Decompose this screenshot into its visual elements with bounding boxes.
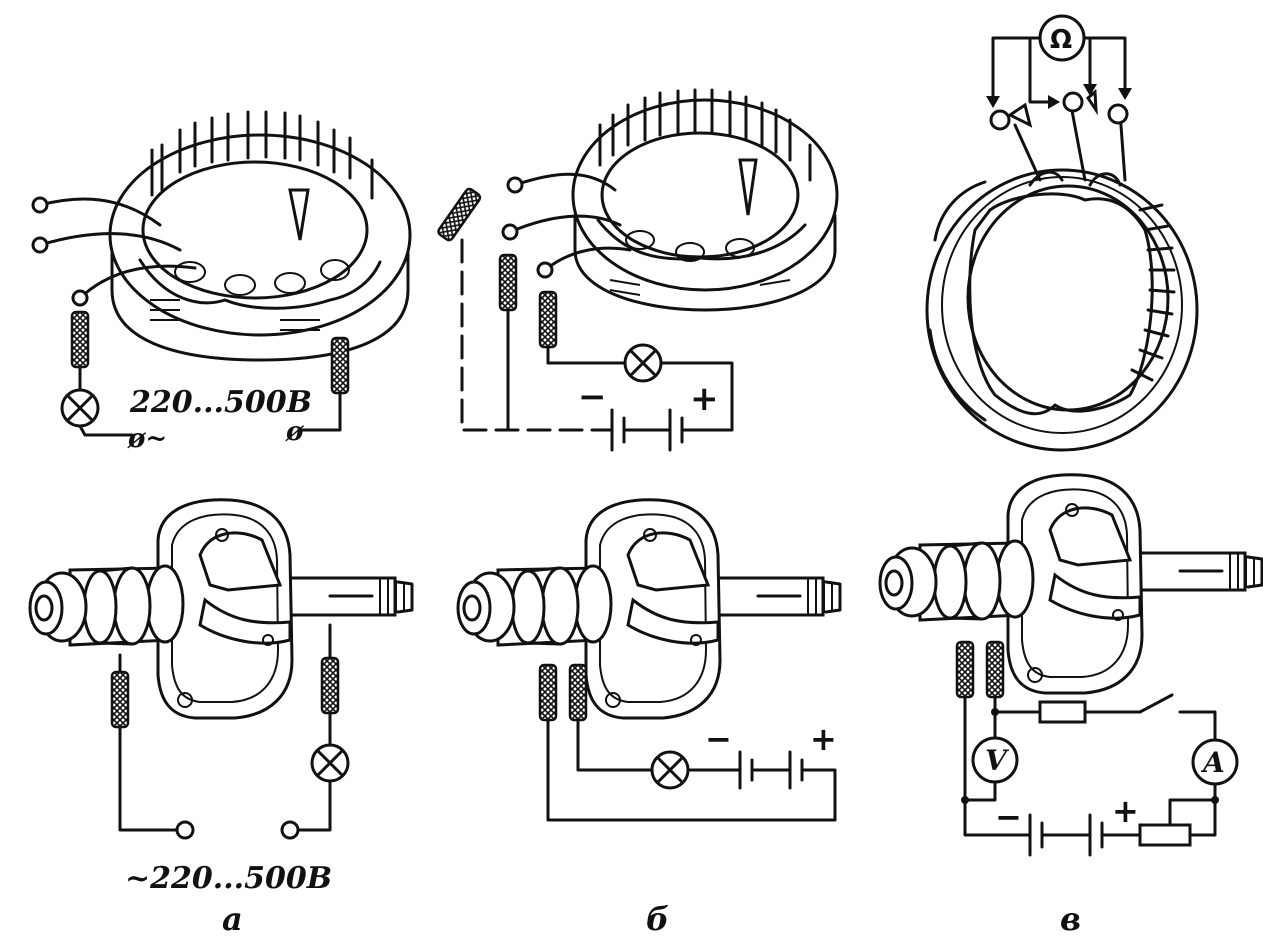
- plus-sign: +: [690, 379, 719, 419]
- circuit-c-top: Ω: [986, 14, 1132, 182]
- circuit-b-bottom: − +: [538, 663, 837, 822]
- lamp-icon: [310, 743, 350, 783]
- volt-symbol: V: [985, 744, 1010, 777]
- lamp-icon: [650, 750, 690, 790]
- terminal-label: ø: [285, 417, 305, 447]
- ohm-symbol: Ω: [1050, 25, 1072, 55]
- plus-sign: +: [1112, 792, 1139, 830]
- minus-sign: −: [995, 798, 1022, 836]
- voltage-label-top: 220...500В: [129, 385, 312, 420]
- panel-label-c: в: [1060, 900, 1081, 938]
- rheostat: [1138, 823, 1192, 847]
- fuse: [1038, 700, 1087, 724]
- circuit-c-bottom: V A − +: [955, 640, 1239, 857]
- voltage-label-bottom: ~220...500В: [125, 861, 332, 896]
- stator-b: [501, 88, 839, 312]
- rotor-a: [28, 498, 414, 720]
- panel-label-a: а: [222, 900, 243, 938]
- circuit-b-top: − +: [435, 186, 734, 452]
- rotor-c: [878, 473, 1263, 695]
- plus-sign: +: [810, 720, 837, 758]
- panel-label-b: б: [646, 900, 669, 938]
- lamp-icon: [60, 388, 100, 428]
- circuit-a-bottom: ~220...500В: [110, 623, 350, 896]
- stator-c: [925, 168, 1199, 452]
- minus-sign: −: [578, 377, 607, 417]
- rotor-b: [456, 498, 842, 720]
- circuit-a-top: 220...500В ø~ ø: [60, 310, 350, 454]
- lamp-icon: [623, 343, 663, 383]
- ac-terminal-label: ø~: [127, 424, 167, 454]
- amp-symbol: A: [1200, 746, 1225, 779]
- stator-a: [31, 110, 412, 362]
- minus-sign: −: [705, 720, 732, 758]
